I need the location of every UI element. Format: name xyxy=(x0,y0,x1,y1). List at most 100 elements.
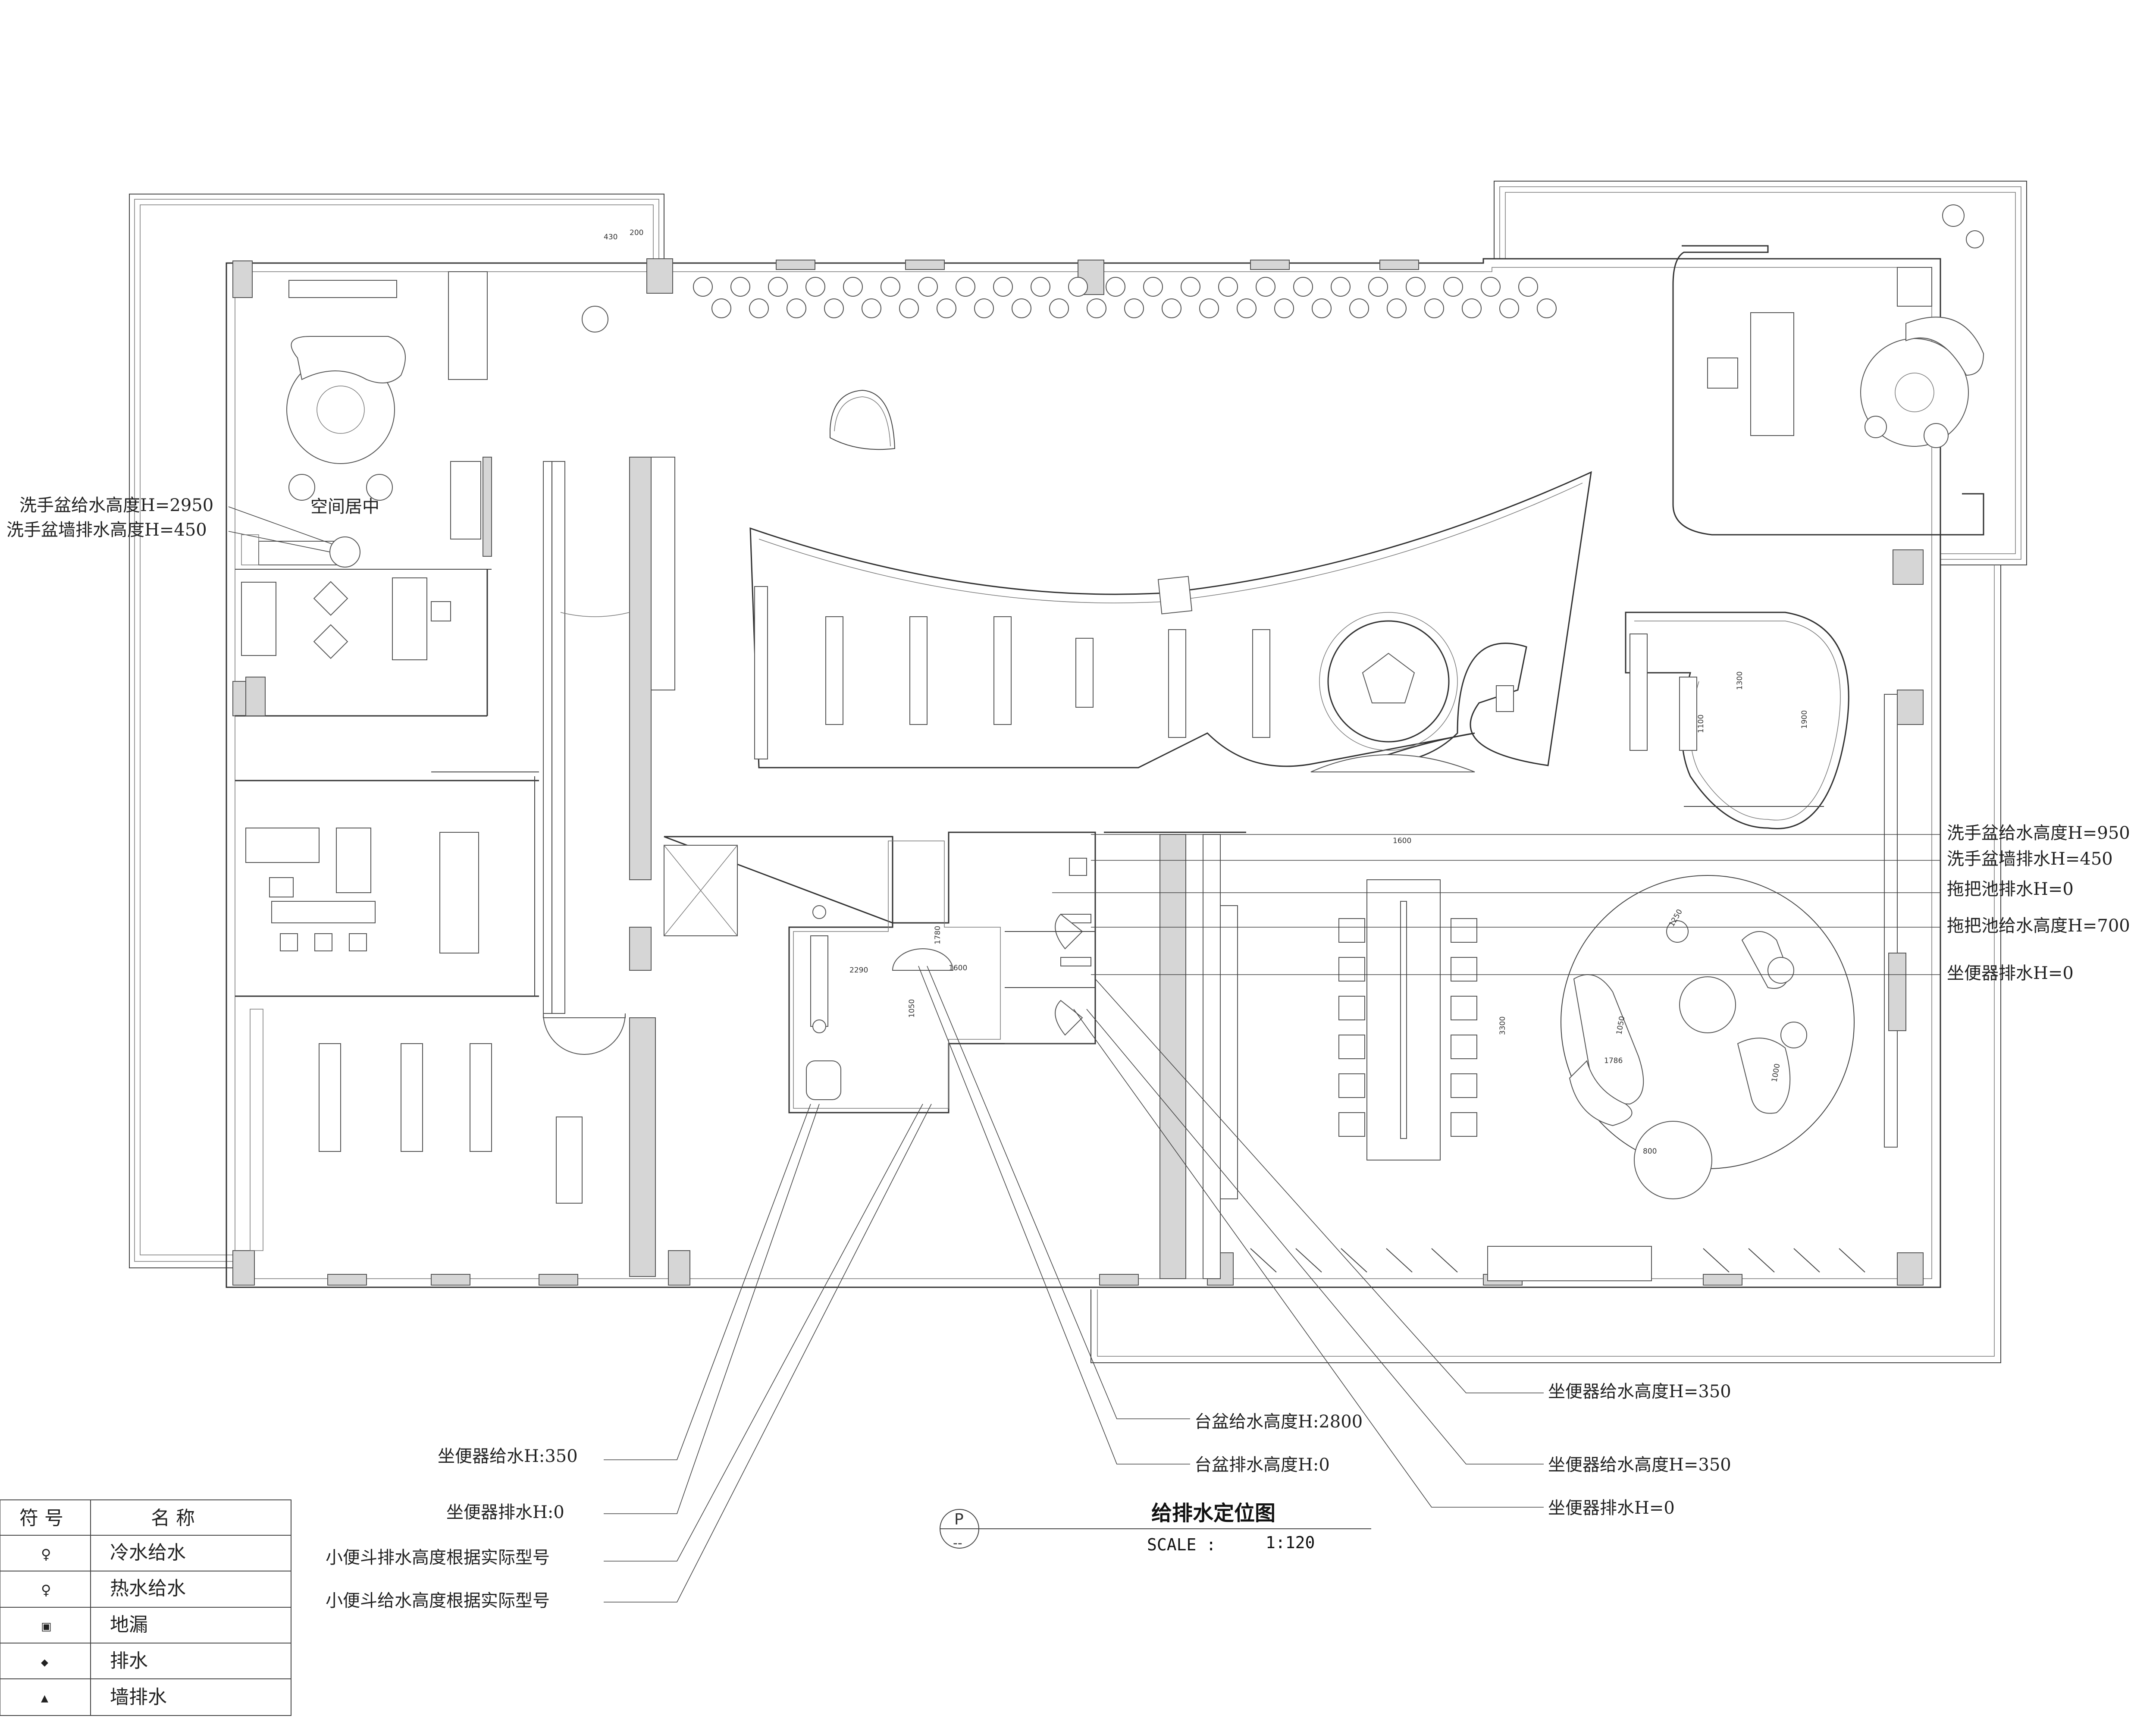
planter xyxy=(1012,298,1031,318)
planter xyxy=(1349,298,1369,318)
room-label-space-center: 空间居中 xyxy=(310,497,379,517)
planter xyxy=(1312,298,1332,318)
meeting-chair xyxy=(1338,1035,1365,1059)
legend-symbol-floor-drain: ▣ xyxy=(41,1620,52,1633)
glazing-hatch xyxy=(1748,1248,1775,1273)
planter xyxy=(1481,277,1501,297)
annotation-basin-supply-2950: 洗手盆给水高度H=2950 xyxy=(19,496,213,515)
terrace-outline-right xyxy=(1494,181,2027,565)
planter xyxy=(1237,298,1257,318)
planter xyxy=(1274,298,1294,318)
planter xyxy=(918,277,938,297)
planter xyxy=(1181,277,1200,297)
dim-1786: 1786 xyxy=(1604,1057,1623,1065)
planter xyxy=(974,298,994,318)
legend-symbol-wall-drain: ▲ xyxy=(41,1693,48,1704)
planter xyxy=(768,277,788,297)
meeting-chair xyxy=(1338,918,1365,943)
dim-1050: 1050 xyxy=(908,999,916,1018)
planter xyxy=(1087,298,1106,318)
annotation-toilet-supply-b: 坐便器给水高度H=350 xyxy=(1548,1455,1731,1475)
annotation-mop-supply: 拖把池给水高度H=700 xyxy=(1947,916,2130,936)
terrace-outline-left xyxy=(129,194,664,1268)
meeting-chair xyxy=(1338,1112,1365,1137)
legend-symbol-drain: ◆ xyxy=(41,1657,48,1668)
annotation-right-basin-supply: 洗手盆给水高度H=950 xyxy=(1947,823,2130,843)
washroom-block xyxy=(664,831,1096,1113)
planter xyxy=(1068,277,1088,297)
planter xyxy=(1293,277,1313,297)
annotation-toilet-supply-a: 坐便器给水高度H=350 xyxy=(1548,1382,1731,1402)
planter-row xyxy=(693,277,1557,318)
planter xyxy=(1256,277,1275,297)
annotation-counter-basin-drain: 台盆排水高度H:0 xyxy=(1194,1455,1330,1475)
legend-name-cold-water: 冷水给水 xyxy=(110,1542,186,1564)
exhibition-area xyxy=(749,389,1592,772)
legend-header-symbol: 符 号 xyxy=(19,1507,63,1529)
planter xyxy=(1124,298,1144,318)
planter xyxy=(711,298,731,318)
planter xyxy=(1499,298,1519,318)
dimension-labels: 430 200 1600 1600 2290 1780 1050 3300 80… xyxy=(604,229,1809,1156)
glazing-hatch xyxy=(1793,1248,1820,1273)
drawing-title: 给排水定位图 xyxy=(1151,1501,1275,1525)
meeting-chair xyxy=(1451,918,1477,943)
annotation-right-basin-wall-drain: 洗手盆墙排水H=450 xyxy=(1947,849,2113,869)
planter xyxy=(1218,277,1238,297)
title-block: P -- 给排水定位图 SCALE : 1:120 xyxy=(940,1501,1371,1554)
meeting-chair xyxy=(1451,957,1477,982)
planter xyxy=(824,298,844,318)
glazing-hatch xyxy=(1295,1248,1322,1273)
meeting-and-lounge xyxy=(1104,694,1906,1281)
right-annotations: 洗手盆给水高度H=950 洗手盆墙排水H=450 拖把池排水H=0 拖把池给水高… xyxy=(1052,823,2130,983)
planter xyxy=(1518,277,1538,297)
glazing-hatch xyxy=(1703,1248,1730,1273)
meeting-chair xyxy=(1451,996,1477,1020)
bottom-annotations: 台盆给水高度H:2800 台盆排水高度H:0 坐便器给水高度H=350 坐便器给… xyxy=(326,966,1731,1611)
legend-table: 符 号 名 称 ♀ 冷水给水 ♀ 热水给水 ▣ 地漏 ◆ 排水 ▲ 墙排水 xyxy=(0,1499,291,1716)
glazing-hatch xyxy=(1250,1248,1277,1273)
planter xyxy=(862,298,881,318)
dim-1100: 1100 xyxy=(1697,715,1705,733)
planter xyxy=(693,277,713,297)
dim-2290: 2290 xyxy=(849,966,868,975)
annotation-left-toilet-drain: 坐便器排水H:0 xyxy=(446,1502,564,1522)
scale-label: SCALE : xyxy=(1147,1535,1216,1554)
planter xyxy=(1331,277,1351,297)
annotation-urinal-supply: 小便斗给水高度根据实际型号 xyxy=(326,1591,550,1611)
planter xyxy=(1406,277,1426,297)
planter xyxy=(1443,277,1463,297)
dim-1600-washroom: 1600 xyxy=(949,964,967,972)
meeting-chair xyxy=(1451,1035,1477,1059)
glazing-hatch xyxy=(1341,1248,1367,1273)
planter xyxy=(843,277,863,297)
annotation-mop-drain: 拖把池排水H=0 xyxy=(1947,879,2074,899)
planter xyxy=(1424,298,1444,318)
central-corridor xyxy=(543,457,675,1277)
dim-1780: 1780 xyxy=(934,926,942,944)
terrace-outline-bottom-right xyxy=(1091,565,2001,1363)
annotation-right-toilet-drain: 坐便器排水H=0 xyxy=(1947,963,2074,983)
planter xyxy=(787,298,806,318)
annotation-left-toilet-supply: 坐便器给水H:350 xyxy=(438,1446,578,1466)
planter xyxy=(1537,298,1557,318)
meeting-chair xyxy=(1338,996,1365,1020)
legend-name-hot-water: 热水给水 xyxy=(110,1578,186,1600)
meeting-chair xyxy=(1338,957,1365,982)
annotation-basin-wall-drain-450: 洗手盆墙排水高度H=450 xyxy=(6,520,207,540)
legend-name-floor-drain: 地漏 xyxy=(110,1614,148,1636)
annotation-counter-basin-supply: 台盆给水高度H:2800 xyxy=(1194,1412,1363,1432)
meeting-chair xyxy=(1451,1112,1477,1137)
top-right-office xyxy=(1672,204,1984,585)
legend-name-drain: 排水 xyxy=(110,1650,148,1672)
glazing-hatch xyxy=(1386,1248,1413,1273)
planter xyxy=(805,277,825,297)
planter xyxy=(1162,298,1181,318)
legend-symbol-cold-water: ♀ xyxy=(41,1546,51,1562)
planter xyxy=(937,298,956,318)
annotation-toilet-drain-bottom: 坐便器排水H=0 xyxy=(1548,1498,1675,1518)
upper-left-annotations: 空间居中 洗手盆给水高度H=2950 洗手盆墙排水高度H=450 xyxy=(6,496,379,568)
planter xyxy=(1462,298,1482,318)
planter xyxy=(1143,277,1163,297)
